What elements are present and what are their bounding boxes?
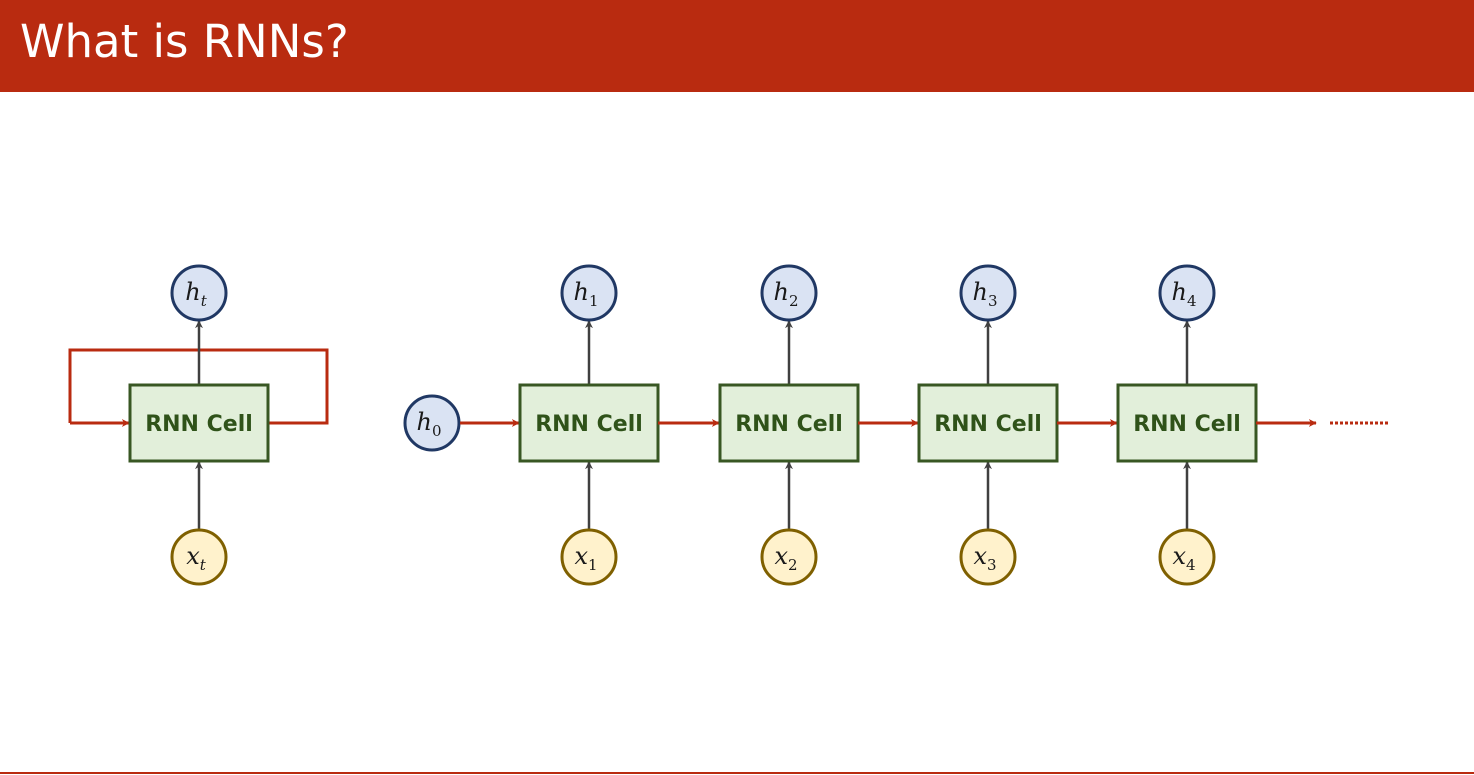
input-4-symbol: x (1172, 542, 1186, 570)
hidden-state-1-symbol: h (573, 278, 588, 306)
rnn-cell-step-2-box (718, 383, 860, 463)
rnn-cell-step-1-label: RNN Cell (535, 412, 643, 437)
slide-title: What is RNNs? (20, 15, 349, 68)
hidden-state-1-subscript: 1 (589, 292, 599, 310)
input-3-circle (959, 528, 1017, 586)
hidden-state-4-subscript: 4 (1187, 292, 1197, 310)
title-bar: What is RNNs? (0, 0, 1474, 92)
rolled-hidden-state-circle (170, 264, 228, 322)
input-2-circle (760, 528, 818, 586)
rolled-hidden-state-symbol: h (185, 278, 200, 306)
rnn-cell-step-2-label: RNN Cell (735, 412, 843, 437)
hidden-state-2-label: h2 (773, 278, 798, 310)
bottom-rule (0, 772, 1474, 774)
input-2-symbol: x (774, 542, 788, 570)
rnn-cell-step-3-box (917, 383, 1059, 463)
rnn-cell-step-3-label: RNN Cell (934, 412, 1042, 437)
initial-hidden-state-symbol: h (416, 408, 431, 436)
rolled-rnn-cell-box (128, 383, 270, 463)
hidden-state-4-symbol: h (1171, 278, 1186, 306)
rolled-input-symbol: x (186, 542, 200, 570)
initial-hidden-state-label: h0 (416, 408, 441, 440)
rnn-cell-step-4-box (1116, 383, 1258, 463)
rolled-rnn-cell-label: RNN Cell (145, 412, 253, 437)
hidden-state-2-symbol: h (773, 278, 788, 306)
input-3-subscript: 3 (987, 556, 997, 574)
input-1-circle (560, 528, 618, 586)
initial-hidden-state-subscript: 0 (432, 422, 442, 440)
input-4-label: x4 (1172, 542, 1195, 574)
input-1-label: x1 (574, 542, 597, 574)
input-1-symbol: x (574, 542, 588, 570)
recurrent-loop (68, 348, 329, 425)
rolled-input-label: xt (186, 542, 207, 574)
hidden-state-4-label: h4 (1171, 278, 1196, 310)
hidden-state-2-circle (760, 264, 818, 322)
hidden-state-3-symbol: h (972, 278, 987, 306)
hidden-state-3-label: h3 (972, 278, 997, 310)
input-4-subscript: 4 (1186, 556, 1196, 574)
rnn-cell-step-4-label: RNN Cell (1133, 412, 1241, 437)
rolled-hidden-state-subscript: t (201, 292, 208, 310)
input-3-label: x3 (973, 542, 996, 574)
hidden-state-3-circle (959, 264, 1017, 322)
input-4-circle (1158, 528, 1216, 586)
hidden-state-1-label: h1 (573, 278, 598, 310)
input-2-label: x2 (774, 542, 797, 574)
input-2-subscript: 2 (788, 556, 798, 574)
rnn-cell-step-1-box (518, 383, 660, 463)
initial-hidden-state-circle (403, 394, 461, 452)
rolled-input-subscript: t (200, 556, 207, 574)
input-1-subscript: 1 (588, 556, 598, 574)
rolled-input-circle (170, 528, 228, 586)
hidden-state-3-subscript: 3 (988, 292, 998, 310)
input-3-symbol: x (973, 542, 987, 570)
hidden-state-4-circle (1158, 264, 1216, 322)
hidden-state-1-circle (560, 264, 618, 322)
rolled-hidden-state-label: ht (185, 278, 207, 310)
hidden-state-2-subscript: 2 (789, 292, 799, 310)
